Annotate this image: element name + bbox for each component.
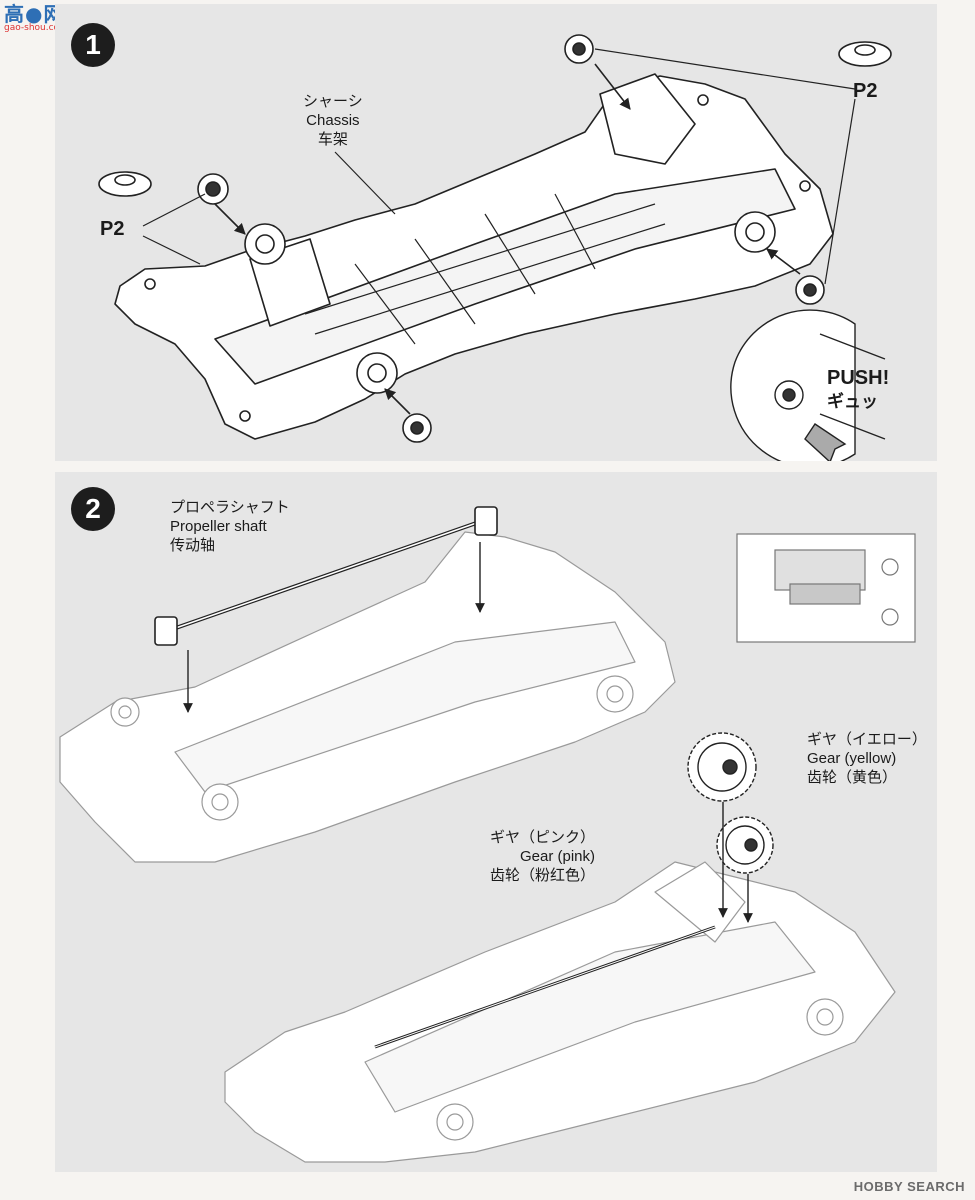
upper-chassis-outline [59,531,676,863]
gear-pink-label-cn: 齿轮（粉红色） [490,867,596,884]
chassis-label-cn: 车架 [317,131,348,148]
chassis-label-en: Chassis [306,112,360,129]
part-code-right: P2 [853,80,878,102]
hobby-search-credit: HOBBY SEARCH [854,1179,965,1194]
step-number-badge: 2 [71,487,115,531]
watermark-url: gao-shou.com [4,23,68,33]
chassis-label: シャーシ Chassis 车架 [303,92,363,149]
lower-chassis-outline [224,861,896,1163]
push-inset [730,309,886,461]
gear-pink-label-en: Gear (pink) [519,848,596,865]
propeller-shaft-label-en: Propeller shaft [170,518,267,535]
gear-yellow-label-jp: ギヤ（イエロー） [807,731,927,748]
push-kana: ギュッ [827,392,878,411]
propeller-shaft [154,506,498,646]
gear-yellow [687,732,757,802]
gear-yellow-label-cn: 齿轮（黄色） [807,769,898,786]
gear-pink-label: ギヤ（ピンク） Gear (pink) 齿轮（粉红色） [490,828,595,885]
propeller-shaft-label-jp: プロペラシャフト [170,499,290,516]
gear-pink [716,816,774,874]
chassis-label-jp: シャーシ [303,93,363,110]
chassis-outline [114,73,834,440]
gear-mesh-inset [736,533,916,643]
gear-yellow-label-en: Gear (yellow) [807,750,897,767]
site-watermark: 高●网 gao-shou.com [4,4,68,33]
step-1-panel: 1 シャーシ Chassis 车架 P2 P2 PUSH! ギュッ [55,4,937,461]
push-text: PUSH! [827,367,890,389]
chassis-assembly-drawing [98,34,892,461]
watermark-logo: 高●网 [4,2,65,26]
gear-pink-label-jp: ギヤ（ピンク） [490,829,596,846]
propeller-shaft-label: プロペラシャフト Propeller shaft 传动轴 [170,498,290,555]
gear-shaft-assembly-drawing [59,506,916,1163]
washer-parts [98,34,892,443]
part-code-left: P2 [100,218,125,240]
gear-yellow-label: ギヤ（イエロー） Gear (yellow) 齿轮（黄色） [807,730,927,787]
step-2-panel: 2 プロペラシャフト Propeller shaft 传动轴 ギヤ（イエロー） … [55,472,937,1172]
credit-text: HOBBY SEARCH [853,1179,965,1194]
step-number-badge: 1 [71,23,115,67]
propeller-shaft-label-cn: 传动轴 [170,537,216,554]
push-label: PUSH! ギュッ [827,366,889,414]
